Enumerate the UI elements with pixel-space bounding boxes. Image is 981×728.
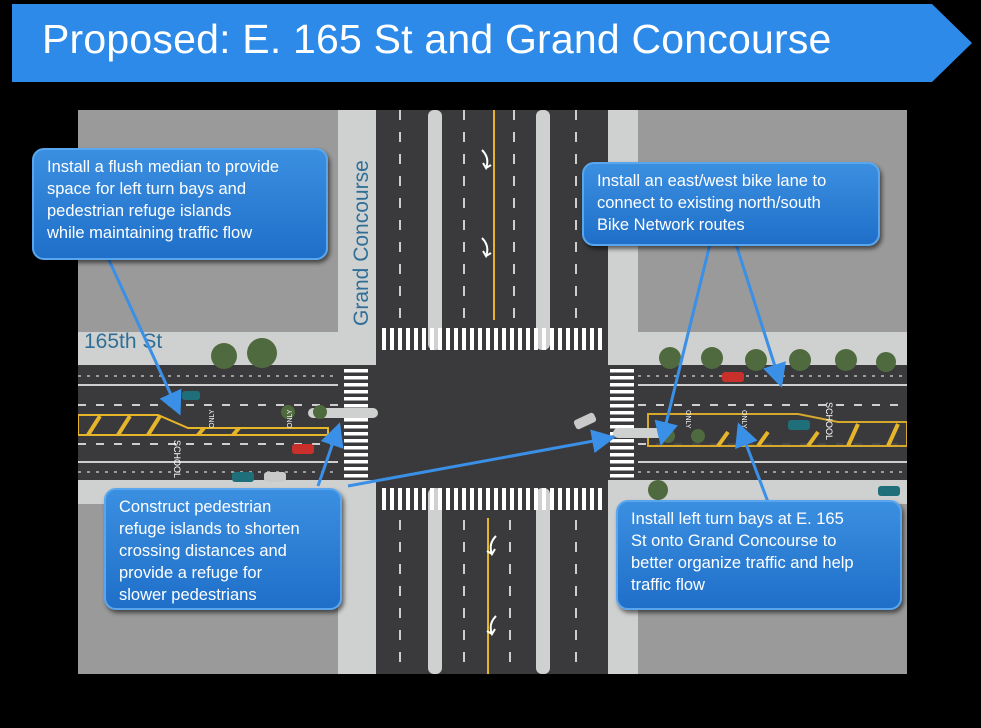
pavement-only-east-1: ONLY (684, 410, 691, 429)
callout-bike-lane-text: Install an east/west bike lane to connec… (597, 172, 827, 234)
crosswalks (344, 328, 634, 510)
flush-median-east (647, 413, 907, 448)
turn-arrows (481, 149, 497, 637)
pavement-only-west-1: ONLY (209, 409, 216, 428)
pavement-school-west: SCHOOL (172, 440, 182, 478)
callout-flush-median: Install a flush median to provide space … (32, 148, 328, 260)
pavement-only-east-2: ONLY (740, 410, 747, 429)
slide-title: Proposed: E. 165 St and Grand Concourse (42, 16, 832, 62)
callout-refuge-islands: Construct pedestrian refuge islands to s… (104, 488, 342, 610)
street-label-165th: 165th St (84, 330, 163, 353)
title-banner (12, 4, 972, 82)
road-grand-concourse (376, 110, 608, 674)
median-ne (536, 110, 550, 350)
callout-refuge-islands-text: Construct pedestrian refuge islands to s… (119, 498, 300, 604)
crosswalk-north (378, 328, 606, 350)
lane-markings-ns (399, 110, 577, 674)
callout-flush-median-text: Install a flush median to provide space … (47, 158, 280, 242)
callout-left-turn-bays-text: Install left turn bays at E. 165 St onto… (631, 510, 854, 594)
pavement-school-east: SCHOOL (824, 402, 834, 440)
pavement-only-west-2: ONLY (287, 409, 294, 428)
median-se (536, 488, 550, 674)
callout-left-turn-bays: Install left turn bays at E. 165 St onto… (616, 500, 902, 610)
street-label-grand-concourse: Grand Concourse (350, 160, 373, 326)
crosswalk-east (610, 366, 634, 480)
median-nw (428, 110, 442, 350)
bike-lane-ew (78, 375, 907, 473)
crosswalk-west (344, 366, 368, 480)
callout-bike-lane: Install an east/west bike lane to connec… (582, 162, 880, 246)
vehicles (182, 372, 900, 496)
median-sw (428, 488, 442, 674)
crosswalk-south (378, 488, 606, 510)
